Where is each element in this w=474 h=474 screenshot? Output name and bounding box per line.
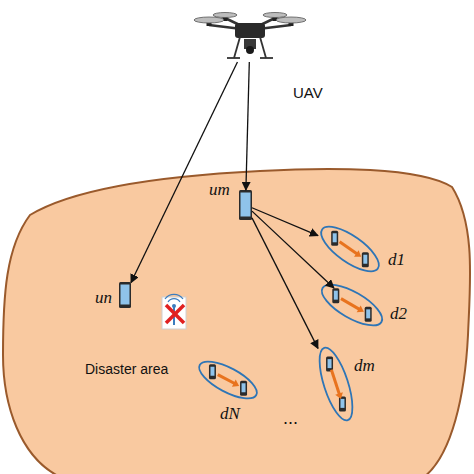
phone-screen (333, 233, 337, 242)
area-label: Disaster area (85, 361, 168, 377)
phone-screen (210, 367, 214, 376)
phone-icon (339, 396, 346, 411)
pair-ellipse (315, 219, 386, 279)
d2d-link (218, 375, 236, 384)
d2d-pair: dm (318, 348, 354, 420)
phone-body (332, 288, 339, 303)
phone-screen (366, 309, 370, 318)
user-label: un (95, 288, 112, 308)
phone-icon (331, 231, 338, 246)
phone-body (326, 357, 333, 372)
phone-icon (326, 357, 333, 372)
arrow-connector (252, 211, 334, 288)
pair-ellipse (313, 344, 359, 424)
d2d-arrowhead (232, 380, 241, 390)
phone-screen (241, 193, 251, 217)
node-outline (318, 232, 382, 266)
arrow-connector (252, 208, 318, 236)
d2d-pair: d1 (318, 232, 382, 266)
node-outline (320, 288, 384, 322)
d2d-link (340, 242, 358, 255)
phone-body (362, 252, 369, 267)
phone-screen (242, 383, 246, 392)
phone-screen (328, 359, 332, 368)
phone-icon (240, 381, 247, 396)
pair-group (313, 344, 359, 424)
arrow-connector (246, 62, 249, 190)
phone-icon (119, 282, 131, 308)
d2d-arrowhead (357, 305, 366, 315)
phone-body (119, 282, 131, 308)
pair-label: d2 (390, 304, 407, 324)
node-outline (119, 282, 131, 308)
phone-screen (121, 285, 130, 305)
arrow-connector (252, 218, 318, 349)
phone-icon (362, 252, 369, 267)
phone-body (339, 396, 346, 411)
pair-label: d1 (388, 250, 405, 270)
base-station-icon (162, 294, 186, 329)
phone-screen (340, 399, 344, 408)
phone-icon (332, 288, 339, 303)
node-outline (198, 364, 258, 396)
arrow-connector (131, 62, 237, 283)
pair-group (316, 277, 388, 334)
d2d-arrowhead (354, 250, 364, 260)
phone-screen (334, 291, 338, 300)
phone-icon (239, 190, 252, 220)
uav-node: UAV (195, 10, 305, 62)
node-outline (318, 348, 354, 420)
d2d-link (331, 370, 339, 395)
pair-label: dm (354, 356, 375, 376)
node-outline (195, 10, 305, 62)
phone-icon (209, 364, 216, 379)
drone-illustration (194, 13, 306, 59)
pair-ellipse (194, 354, 262, 405)
d2d-pair: d2 (320, 288, 384, 322)
phone-body (331, 231, 338, 246)
phone-screen (363, 255, 367, 264)
ellipsis-label: ... (283, 408, 298, 429)
pair-ellipse (316, 277, 388, 334)
d2d-pair: dN (198, 364, 258, 396)
phone-icon (365, 307, 372, 322)
phone-body (239, 190, 252, 220)
user-device: um (239, 190, 252, 220)
phone-body (365, 307, 372, 322)
phone-body (209, 364, 216, 379)
uav-label: UAV (293, 84, 323, 101)
disaster-area: Disaster areaunumd1d2dmdN (0, 165, 474, 474)
pair-label: dN (220, 404, 240, 424)
d2d-arrowhead (335, 392, 344, 400)
phone-body (240, 381, 247, 396)
node-outline (239, 190, 252, 220)
pair-group (315, 219, 386, 279)
disaster-area-shape (3, 169, 470, 474)
d2d-link (341, 299, 360, 310)
pair-group (194, 354, 262, 405)
user-label: um (209, 180, 230, 200)
user-device: un (119, 282, 131, 308)
